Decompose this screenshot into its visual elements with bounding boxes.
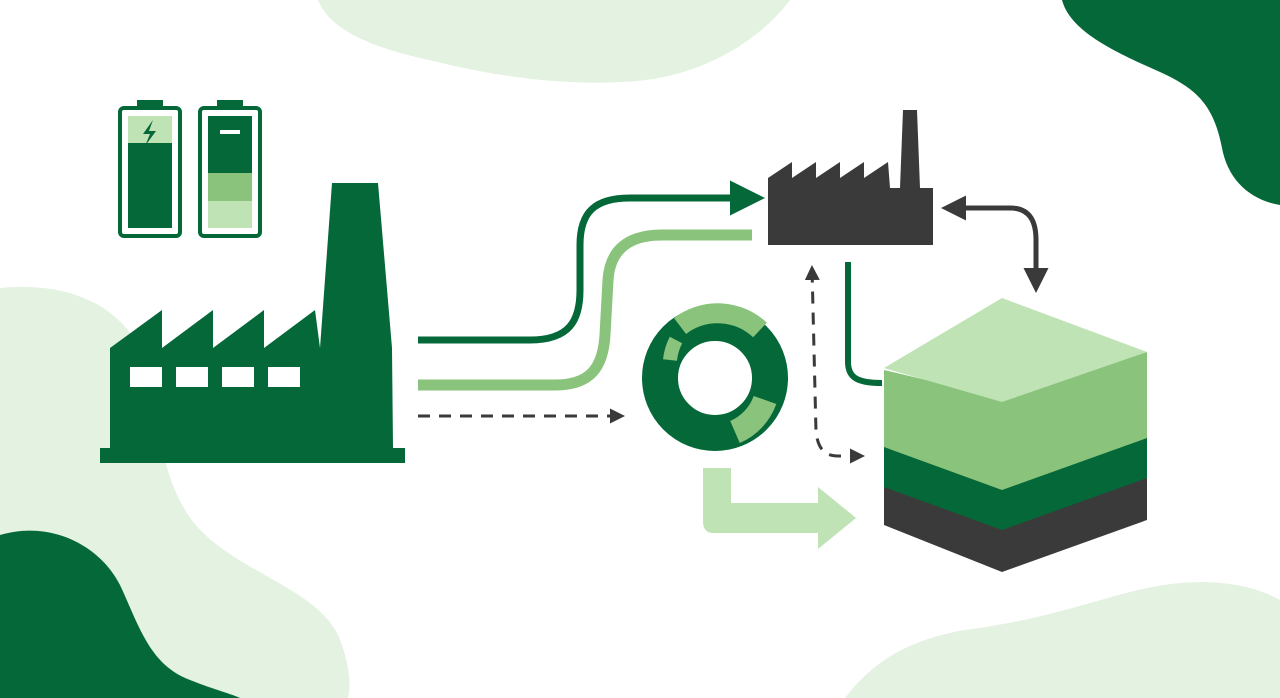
- minus-icon: [220, 130, 240, 134]
- flow-line-light-green: [418, 229, 752, 391]
- bg-blob-top-right: [1062, 0, 1280, 205]
- bg-blob-bottom-right: [845, 582, 1280, 698]
- factory-window: [222, 367, 254, 387]
- layered-stack-icon: [884, 298, 1147, 572]
- processing-plant-icon: [768, 110, 933, 245]
- lightning-bolt-icon: [143, 120, 156, 146]
- stack-layer-top: [884, 298, 1147, 402]
- block-arrow-to-stack: [703, 468, 856, 549]
- recycle-cycle-icon: [642, 303, 788, 451]
- flow-arrow-dashed-to-plant: [804, 265, 865, 464]
- bg-blob-top-center: [318, 0, 790, 83]
- source-factory-icon: [100, 183, 405, 463]
- factory-window: [268, 367, 300, 387]
- flow-connector-to-stack: [845, 262, 883, 386]
- factory-window: [130, 367, 162, 387]
- bg-blob-bottom-left: [0, 530, 240, 698]
- flow-arrow-dark-green: [418, 180, 765, 344]
- stack-layer-top-side: [884, 352, 1147, 450]
- battery-recycled-icon: [198, 100, 262, 238]
- battery-charging-icon: [118, 100, 182, 238]
- flow-arrow-bidirectional: [941, 195, 1049, 293]
- factory-window: [176, 367, 208, 387]
